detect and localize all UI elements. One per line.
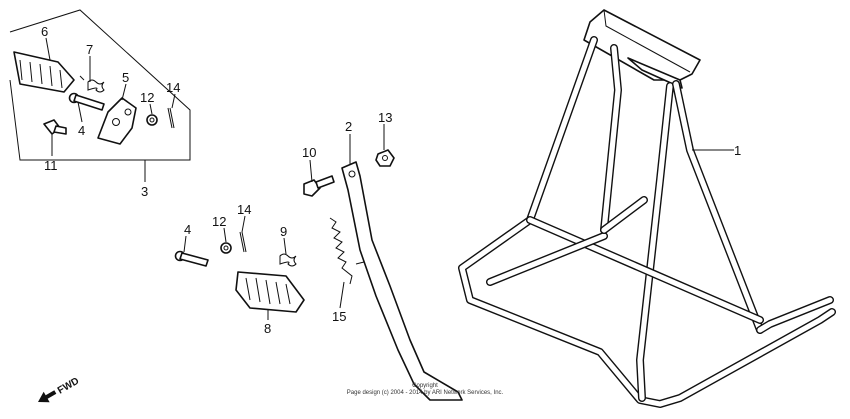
- upper-cotter-pin-part[interactable]: [167, 107, 175, 129]
- callout-12-upper: 12: [140, 90, 154, 105]
- copyright-line-1: Copyright: [412, 383, 438, 389]
- lower-cotter-pin-part[interactable]: [239, 231, 247, 253]
- upper-spring-part[interactable]: [79, 75, 105, 93]
- callout-3: 3: [141, 184, 148, 199]
- callout-13: 13: [378, 110, 392, 125]
- callout-7: 7: [86, 42, 93, 57]
- callout-14-upper: 14: [166, 80, 180, 95]
- lower-footpeg-part[interactable]: [235, 271, 305, 313]
- callout-labels: 1 2 3 4 4 5 6 7 8 9 10 11 12 12 13 14 14…: [41, 24, 741, 336]
- callout-1: 1: [734, 143, 741, 158]
- lower-washer-part[interactable]: [220, 242, 232, 254]
- fwd-arrow-icon: [38, 390, 57, 403]
- copyright-line-2: Page design (c) 2004 - 2014 by ARI Netwo…: [346, 390, 504, 396]
- bolt-part[interactable]: [43, 119, 67, 135]
- fwd-direction-indicator: FWD: [38, 376, 81, 403]
- callout-9: 9: [280, 224, 287, 239]
- callout-4-lower: 4: [184, 222, 191, 237]
- fwd-label: FWD: [56, 376, 81, 397]
- callout-8: 8: [264, 321, 271, 336]
- callout-6: 6: [41, 24, 48, 39]
- stand-spring-part[interactable]: [329, 217, 353, 285]
- lower-pin-part[interactable]: [174, 250, 209, 267]
- copyright-notice: Copyright Page design (c) 2004 - 2014 by…: [300, 383, 550, 397]
- bracket-part[interactable]: [97, 97, 137, 145]
- leader-lines: [45, 37, 734, 320]
- callout-2: 2: [345, 119, 352, 134]
- upper-pin-part[interactable]: [68, 92, 105, 111]
- callout-11: 11: [44, 158, 58, 173]
- callout-15: 15: [332, 309, 346, 324]
- upper-washer-part[interactable]: [146, 114, 158, 126]
- nut-part[interactable]: [375, 149, 395, 167]
- callout-4-upper: 4: [78, 123, 85, 138]
- callout-12-lower: 12: [212, 214, 226, 229]
- callout-5: 5: [122, 70, 129, 85]
- stand-bolt-part[interactable]: [303, 175, 335, 197]
- upper-footpeg-part[interactable]: [13, 51, 75, 93]
- callout-14-lower: 14: [237, 202, 251, 217]
- lower-spring-part[interactable]: [279, 253, 297, 267]
- side-stand-part[interactable]: [341, 161, 463, 401]
- callout-10: 10: [302, 145, 316, 160]
- assembly-3-outline: [9, 9, 191, 182]
- main-stand-part[interactable]: [458, 9, 836, 408]
